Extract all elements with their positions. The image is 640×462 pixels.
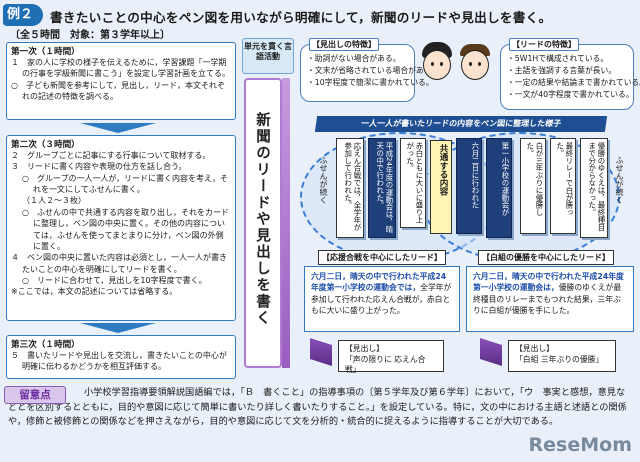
left-fusen-label: ふせんが続く bbox=[319, 156, 328, 204]
feature-item: ・文末が省略されている場合がある。 bbox=[307, 66, 440, 76]
lesson-third-heading: 第三次（１時間） bbox=[11, 340, 80, 350]
vertical-label: 新聞のリードや見出しを書く bbox=[254, 112, 270, 327]
lesson-first-heading: 第一次（１時間） bbox=[11, 47, 80, 57]
lesson-line: （１人２～３枚） bbox=[22, 196, 86, 206]
headline-arrow-right bbox=[480, 338, 502, 366]
notes-text: 小学校学習指導要領解説国語編では，「Ｂ 書くこと」の指導事項の〔第５学年及び第６… bbox=[8, 387, 627, 428]
lead-right-emphasis: 六月二日，晴天の中で行われた平成24年度第一小学校の運動会は， bbox=[473, 272, 624, 293]
page-title: 書きたいことの中心をペン図を用いながら明確にして，新聞のリードや見出しを書く。 bbox=[50, 10, 552, 25]
lead-right-box: 六月二日，晴天の中で行われた平成24年度第一小学校の運動会は，優勝のゆくえが最終… bbox=[466, 266, 634, 332]
headline-right-box: 【見出し】 「白組 三年ぶりの優勝」 bbox=[508, 340, 616, 372]
feature-item: ・主語を強調する言葉が長い。 bbox=[507, 66, 617, 76]
lead-left-emphasis: 六月二日，晴天の中で行われた平成24年度第一小学校の運動会では， bbox=[311, 272, 447, 293]
fusen-note: 第一小学校の運動会が bbox=[486, 138, 512, 238]
headline-right-text: 「白組 三年ぶりの優勝」 bbox=[515, 354, 604, 364]
midashi-features-box: 【見出しの特徴】 ・助詞がない場合がある。 ・文末が省略されている場合がある。 … bbox=[300, 38, 440, 102]
lead-features-box: 【リードの特徴】 ・5W1Hで構成されている。 ・主語を強調する言葉が長い。 ・… bbox=[500, 38, 640, 110]
fusen-note: 最終リレーで白が勝った。 bbox=[550, 138, 576, 234]
headline-left-box: 【見出し】 「声の限りに 応えん合戦」 bbox=[338, 340, 444, 374]
common-content-label: 共通する内容 bbox=[430, 140, 452, 234]
fusen-note: 優勝のゆくえは，最終種目まで分からなかった。 bbox=[580, 138, 608, 238]
lead-right-text: 優勝のゆくえが最終種目のリレーまでもつれた結果，三年ぶりに白組が優勝を手にした。 bbox=[473, 283, 622, 315]
feature-item: ・一文が40字程度で書かれている。 bbox=[507, 90, 634, 100]
lesson-third-box: 第三次（１時間） ５ 書いたリードや見出しを交流し，書きたいことの中心が明確に伝… bbox=[6, 335, 236, 379]
lesson-line: ４ ベン図の中央に置いた内容は必須とし，一人一人が書きたいことの中心を明確にして… bbox=[11, 253, 227, 274]
watermark-logo: ReseMom bbox=[528, 434, 632, 456]
lesson-line: ５ 書いたリードや見出しを交流し，書きたいことの中心が明確に伝わるかどうかを相互… bbox=[11, 351, 227, 372]
example-badge: 例２ bbox=[3, 4, 43, 26]
fusen-note: 赤白ともに大いに盛り上がった。 bbox=[400, 138, 426, 228]
notes-label: 留意点 bbox=[4, 386, 66, 404]
vertical-bar bbox=[282, 78, 290, 368]
lead-left-text: 全学年が参加して行われた応えん合戦が，赤白ともに大いに盛り上がった。 bbox=[311, 283, 452, 315]
vertical-label-box: 新聞のリードや見出しを書く bbox=[244, 78, 282, 368]
midashi-features-title: 【見出しの特徴】 bbox=[309, 38, 379, 51]
lesson-line: ○ 子ども新聞を参考にして，見出し，リード，本文それぞれの記述の特徴を調べる。 bbox=[11, 80, 226, 102]
fusen-note: 六月二日に行われた bbox=[456, 138, 482, 234]
fusen-note: 平成24年度の運動会は，晴天の中で行われた。 bbox=[368, 138, 396, 238]
headline-left-label: 【見出し】 bbox=[345, 344, 384, 353]
lesson-second-box: 第二次（３時間） ２ グループごとに記事にする行事について取材する。 ３ リード… bbox=[6, 135, 236, 321]
lesson-line: ○ グループの一人一人が，リードに書く内容を考え，それを一文にしてふせんに書く。 bbox=[22, 173, 229, 195]
fusen-note: 白が三年ぶりに優勝した。 bbox=[520, 138, 546, 234]
lesson-second-heading: 第二次（３時間） bbox=[11, 140, 80, 150]
feature-item: ・5W1Hで構成されている。 bbox=[507, 54, 609, 63]
fusen-note: 応えん合戦では，全学年が参加して行われた。 bbox=[336, 138, 364, 238]
lesson-line: ３ リードに書く内容や表現の仕方を話し合う。 bbox=[11, 162, 187, 172]
lead-features-title: 【リードの特徴】 bbox=[509, 38, 579, 51]
feature-item: ・一定の結果や結論まで書かれている。 bbox=[507, 78, 640, 88]
venn-banner: 一人一人が書いたリードの内容をベン図に整理した様子 bbox=[314, 116, 608, 132]
unit-label: 単元を貫く言語活動 bbox=[242, 38, 294, 74]
lead-left-box: 六月二日，晴天の中で行われた平成24年度第一小学校の運動会では，全学年が参加して… bbox=[304, 266, 460, 332]
lesson-line: １ 家の人に学校の様子を伝えるために，学習課題「一学期の行事を学級新聞に書こう」… bbox=[11, 58, 230, 79]
lesson-line: ※ここでは，本文の記述については省略する。 bbox=[11, 287, 178, 297]
feature-item: ・助詞がない場合がある。 bbox=[307, 54, 401, 63]
headline-arrow-left bbox=[310, 338, 332, 366]
lesson-line: ○ リードに合わせて，見出しを10字程度で書く。 bbox=[22, 275, 207, 285]
lead-left-title: 【応援合戦を中心にしたリード】 bbox=[318, 250, 446, 265]
lead-right-title: 【白組の優勝を中心にしたリード】 bbox=[478, 250, 614, 265]
flow-arrow bbox=[80, 323, 156, 333]
schedule-label: 〔全５時間 対象：第３学年以上〕 bbox=[10, 30, 170, 41]
right-fusen-label: ふせんが続く bbox=[615, 156, 624, 204]
headline-left-text: 「声の限りに 応えん合戦」 bbox=[345, 354, 426, 375]
feature-item: ・10字程度で簡潔に書かれている。 bbox=[307, 78, 434, 88]
lesson-line: ２ グループごとに記事にする行事について取材する。 bbox=[11, 151, 211, 160]
lesson-line: ○ ふせんの中で共通する内容を取り出し，それをカードに整理し，ベン図の中央に置く… bbox=[22, 207, 229, 251]
headline-right-label: 【見出し】 bbox=[515, 344, 554, 353]
lesson-first-box: 第一次（１時間） １ 家の人に学校の様子を伝えるために，学習課題「一学期の行事を… bbox=[6, 42, 236, 120]
flow-arrow bbox=[80, 123, 156, 133]
boy-illustration bbox=[458, 42, 492, 82]
girl-illustration bbox=[420, 42, 454, 82]
